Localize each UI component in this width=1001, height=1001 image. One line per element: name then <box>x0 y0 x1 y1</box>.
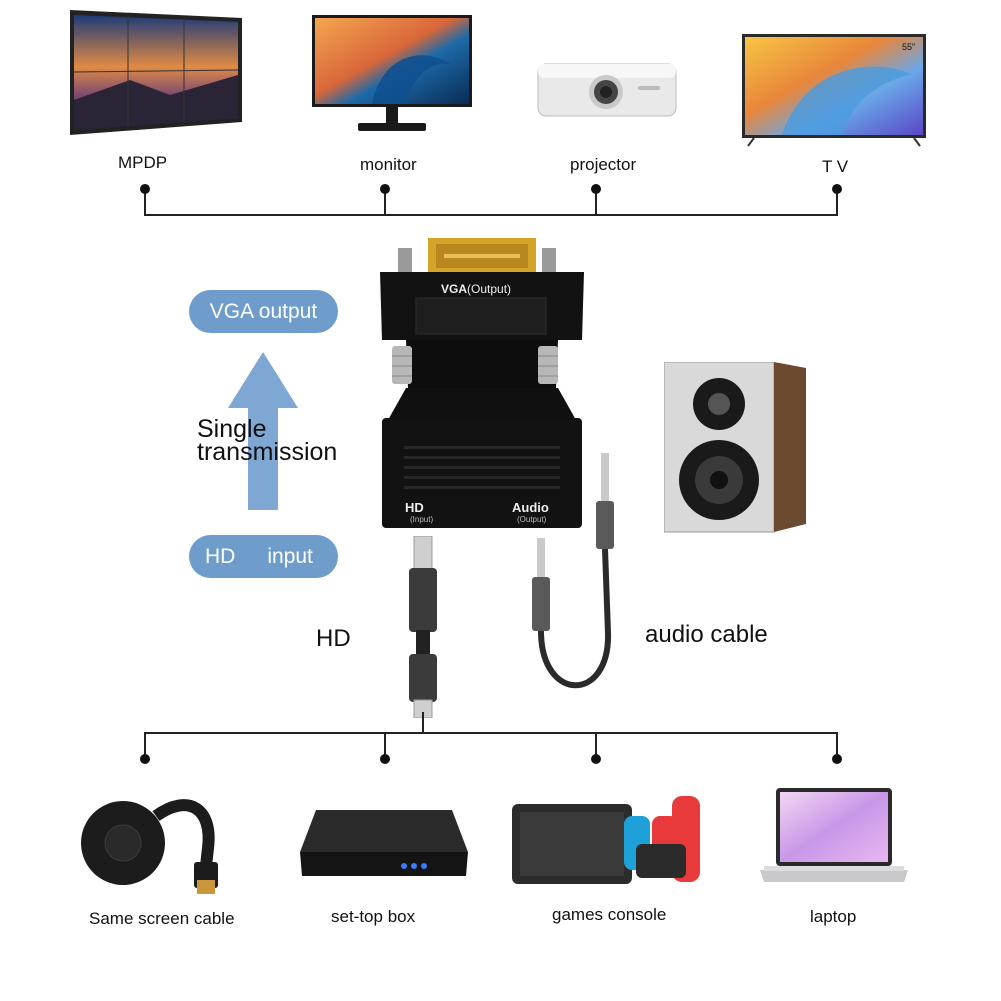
bottom-bracket-stem-3 <box>595 732 597 760</box>
bottom-device-label-games-console: games console <box>552 905 667 924</box>
adapter-audio-label: Audio <box>512 500 549 515</box>
single-transmission-line1: Single <box>197 415 267 443</box>
adapter-vga-sub: (Output) <box>467 282 512 296</box>
bottom-bracket-riser <box>422 712 424 734</box>
bottom-bracket-stem-4 <box>836 732 838 760</box>
speaker-image <box>664 362 806 533</box>
audio-cable-label: audio cable <box>645 621 768 648</box>
same-screen-cable-image <box>81 799 218 894</box>
top-bracket-dot-2 <box>380 184 390 194</box>
vga-adapter-image <box>380 238 584 528</box>
top-device-label-projector: projector <box>570 155 637 174</box>
bottom-device-label-laptop: laptop <box>810 907 857 926</box>
bottom-bracket-dot-1 <box>140 754 150 764</box>
top-bracket-stem-2 <box>384 189 386 216</box>
laptop-image <box>760 788 908 882</box>
hd-input-pill-hd: HD <box>205 544 236 568</box>
set-top-box-image <box>300 810 468 876</box>
adapter-audio-sub: (Output) <box>517 515 547 524</box>
bottom-device-label-same-screen: Same screen cable <box>89 909 235 928</box>
audio-cable-image <box>532 453 614 689</box>
adapter-vga-title: VGA(Output) <box>441 282 511 296</box>
up-arrow-icon <box>228 352 298 510</box>
vga-output-pill: VGA output <box>189 290 338 333</box>
top-bracket-dot-4 <box>832 184 842 194</box>
single-transmission-line2: transmission <box>197 438 338 466</box>
top-bracket-stem-1 <box>144 189 146 216</box>
top-device-label-tv: T V <box>822 157 849 176</box>
top-bracket-dot-3 <box>591 184 601 194</box>
bottom-device-label-set-top-box: set-top box <box>331 907 416 926</box>
projector-image <box>537 63 677 117</box>
tv-size-badge: 55" <box>902 42 915 52</box>
bottom-bracket-stem-2 <box>384 732 386 760</box>
games-console-image <box>512 796 700 884</box>
tv-image: 55" <box>742 34 926 147</box>
bottom-bracket-stem-1 <box>144 732 146 760</box>
top-bracket-horizontal <box>145 214 837 216</box>
hd-input-pill-input: input <box>267 544 313 568</box>
hd-input-pill: HD input <box>189 535 338 578</box>
top-device-label-mpdp: MPDP <box>118 153 168 172</box>
adapter-hd-label: HD <box>405 500 424 515</box>
hd-cable-image <box>409 536 437 718</box>
video-wall-image <box>70 10 242 135</box>
adapter-vga-label: VGA <box>441 282 468 296</box>
adapter-hd-sub: (Input) <box>410 515 434 524</box>
monitor-image <box>312 15 472 131</box>
bottom-bracket-dot-3 <box>591 754 601 764</box>
top-device-label-monitor: monitor <box>360 155 417 174</box>
top-bracket-stem-4 <box>836 189 838 216</box>
top-bracket-stem-3 <box>595 189 597 216</box>
bottom-bracket-dot-4 <box>832 754 842 764</box>
hd-cable-label: HD <box>316 625 351 652</box>
bottom-bracket-dot-2 <box>380 754 390 764</box>
top-bracket-dot-1 <box>140 184 150 194</box>
bottom-bracket-horizontal <box>145 732 837 734</box>
